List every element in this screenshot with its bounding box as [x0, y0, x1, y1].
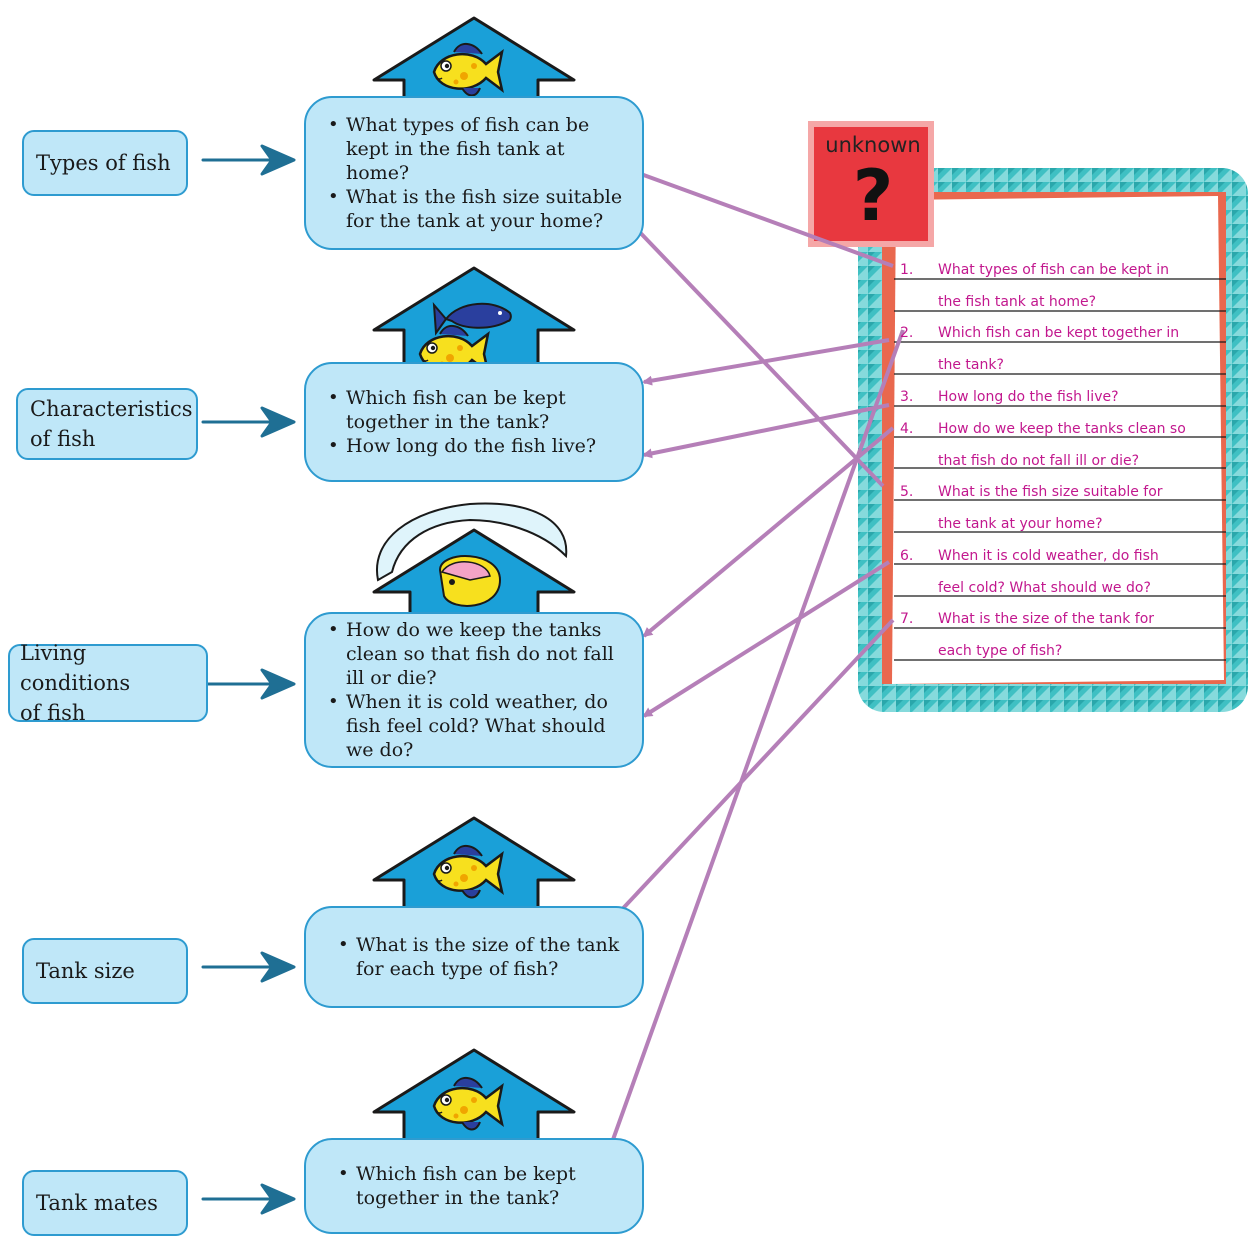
question-text-line1: How long do the fish live?: [938, 389, 1119, 405]
connector-q2-tank-mates: [607, 329, 905, 1150]
category-arrows: [201, 144, 296, 1215]
question-number: 6.: [900, 548, 914, 564]
question-text-line2: the tank at your home?: [938, 516, 1103, 532]
connectors: [607, 168, 905, 1150]
question-item: Which fish can be kept together in the t…: [338, 1162, 630, 1210]
category-living-conditions-of-fish: Living conditions of fish: [8, 641, 208, 725]
arrow-2-head: [260, 406, 296, 438]
category-label: Tank size: [36, 959, 135, 983]
arrow-1-head: [260, 144, 296, 176]
question-list: How do we keep the tanks clean so that f…: [328, 618, 630, 762]
category-label: Tank mates: [36, 1191, 158, 1215]
category-label: Types of fish: [36, 151, 171, 175]
question-list: What types of fish can be kept in the fi…: [328, 113, 630, 233]
question-text-line2: the tank?: [938, 357, 1004, 373]
question-text-line2: each type of fish?: [938, 643, 1063, 659]
connector-q4: [642, 426, 895, 638]
notebook-rules: [894, 278, 1226, 661]
question-number: 4.: [900, 421, 914, 437]
connector-q1: [628, 168, 894, 268]
question-box-characteristics: Which fish can be kept together in the t…: [304, 362, 644, 482]
question-box-tank-size: What is the size of the tank for each ty…: [304, 906, 644, 1008]
category-characteristics-of-fish: Characteristics of fish: [16, 388, 198, 460]
house-4: [372, 816, 576, 910]
connector-q2: [642, 338, 890, 386]
question-mark-icon: ?: [852, 155, 894, 237]
connector-q5: [628, 220, 885, 488]
connector-q7: [612, 618, 895, 920]
question-number: 7.: [900, 611, 914, 627]
question-list: What is the size of the tank for each ty…: [338, 933, 630, 981]
question-item: What types of fish can be kept in the fi…: [328, 113, 630, 185]
house-5: [372, 1048, 576, 1142]
question-box-tank-mates: Which fish can be kept together in the t…: [304, 1138, 644, 1234]
question-text-line1: What is the size of the tank for: [938, 611, 1155, 627]
question-text-line2: the fish tank at home?: [938, 294, 1096, 310]
question-text-line1: What is the fish size suitable for: [938, 484, 1163, 500]
question-list: Which fish can be kept together in the t…: [338, 1162, 630, 1210]
question-box-types-of-fish: What types of fish can be kept in the fi…: [304, 96, 644, 250]
notebook: [858, 168, 1248, 712]
category-label: Characteristics of fish: [30, 397, 193, 451]
arrow-3-head: [260, 668, 296, 700]
category-types-of-fish: Types of fish: [22, 130, 188, 196]
question-text-line2: feel cold? What should we do?: [938, 580, 1151, 596]
arrow-5-head: [260, 1183, 296, 1215]
question-number: 2.: [900, 325, 914, 341]
house-3: [372, 502, 576, 618]
question-item: What is the size of the tank for each ty…: [338, 933, 630, 981]
category-label: Living conditions of fish: [20, 641, 131, 725]
question-item: How long do the fish live?: [328, 434, 630, 458]
question-list: Which fish can be kept together in the t…: [328, 386, 630, 458]
question-text-line1: Which fish can be kept together in: [938, 325, 1180, 341]
question-text-line1: How do we keep the tanks clean so: [938, 421, 1186, 437]
question-number: 3.: [900, 389, 914, 405]
question-item: When it is cold weather, do fish feel co…: [328, 690, 630, 762]
question-text-line2: that fish do not fall ill or die?: [938, 453, 1140, 469]
question-item: Which fish can be kept together in the t…: [328, 386, 630, 434]
question-number: 5.: [900, 484, 914, 500]
unknown-sign: [808, 121, 934, 247]
question-box-living-conditions: How do we keep the tanks clean so that f…: [304, 612, 644, 768]
category-tank-mates: Tank mates: [22, 1170, 188, 1236]
question-text-line1: What types of fish can be kept in: [938, 262, 1169, 278]
connector-q3: [642, 403, 890, 459]
category-tank-size: Tank size: [22, 938, 188, 1004]
question-text-line1: When it is cold weather, do fish: [938, 548, 1159, 564]
question-item: How do we keep the tanks clean so that f…: [328, 618, 630, 690]
connector-q6: [642, 560, 891, 718]
question-item: What is the fish size suitable for the t…: [328, 185, 630, 233]
arrow-4-head: [260, 951, 296, 983]
house-1: [372, 16, 576, 102]
unknown-label: unknown: [825, 133, 921, 157]
question-number: 1.: [900, 262, 914, 278]
